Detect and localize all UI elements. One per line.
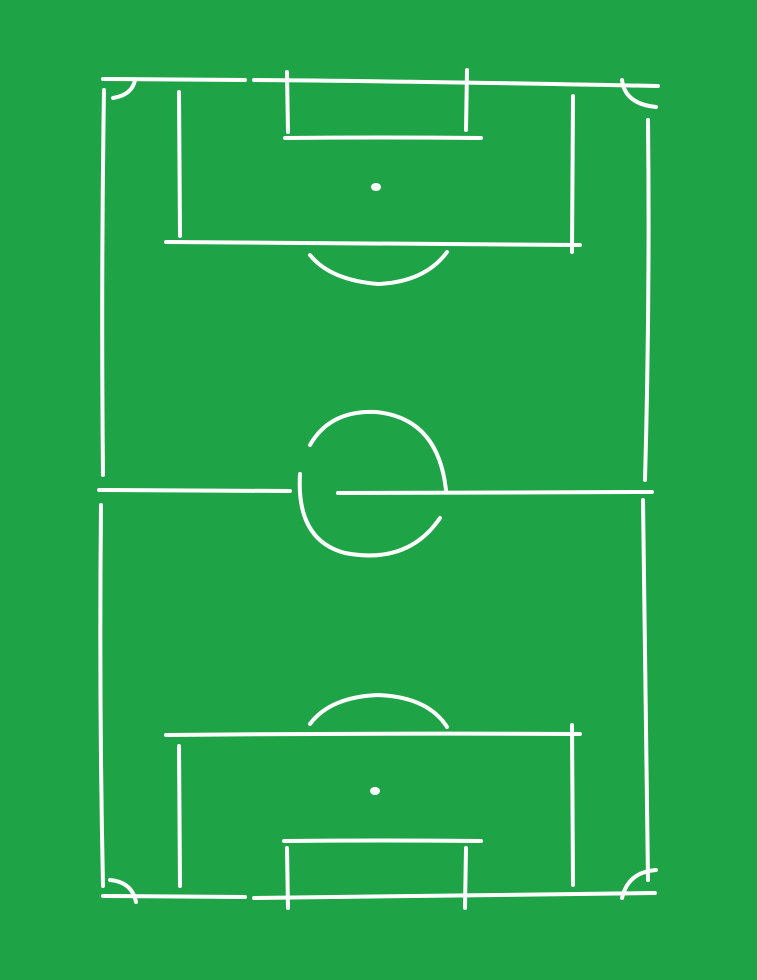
bottom-goal-area-left-line bbox=[285, 846, 290, 910]
top-goal-area-left-line bbox=[285, 70, 290, 134]
corner-arcs bbox=[108, 78, 658, 904]
corner-arc-top-left bbox=[111, 78, 137, 100]
halfway-line-left bbox=[97, 488, 292, 493]
bottom-penalty-area bbox=[164, 723, 582, 888]
bottom-goal-line-left bbox=[101, 894, 247, 899]
bottom-goal-area-right-line bbox=[463, 846, 468, 910]
bottom-penalty-left-line bbox=[177, 744, 182, 888]
centre-circle-arc-upper bbox=[308, 409, 448, 492]
bottom-penalty-arc bbox=[308, 693, 449, 729]
halfway-line bbox=[97, 488, 654, 495]
corner-arc-bottom-right bbox=[620, 868, 658, 900]
top-penalty-arc bbox=[308, 250, 449, 286]
bottom-penalty-spot bbox=[370, 787, 380, 795]
boundary-lines bbox=[98, 77, 660, 900]
right-touchline-top bbox=[643, 118, 651, 482]
bottom-goal-line-right bbox=[252, 891, 657, 900]
corner-arc-top-right bbox=[620, 78, 658, 109]
right-touchline-bottom bbox=[641, 498, 650, 882]
top-goal-area-bottom-line bbox=[283, 135, 483, 140]
top-goal-area-right-line bbox=[464, 68, 469, 132]
halfway-line-right bbox=[336, 490, 654, 495]
top-penalty-bottom-line bbox=[164, 240, 582, 247]
top-penalty-area bbox=[164, 90, 582, 254]
bottom-penalty-right-line bbox=[570, 723, 575, 887]
pitch-markings bbox=[97, 68, 660, 910]
top-goal-line-right bbox=[252, 78, 660, 88]
left-touchline-bottom bbox=[98, 503, 105, 888]
bottom-goal-area-top-line bbox=[282, 838, 483, 843]
penalty-spots bbox=[370, 183, 381, 795]
top-penalty-right-line bbox=[570, 94, 575, 254]
centre-circle bbox=[297, 409, 448, 558]
left-touchline-top bbox=[100, 88, 106, 477]
bottom-penalty-top-line bbox=[164, 731, 582, 737]
centre-circle-arc-lower bbox=[297, 472, 442, 558]
top-penalty-spot bbox=[371, 183, 381, 191]
top-penalty-left-line bbox=[177, 90, 182, 238]
corner-arc-bottom-left bbox=[108, 878, 138, 904]
top-goal-line-left bbox=[101, 77, 247, 82]
bottom-goal-area bbox=[282, 838, 483, 910]
top-goal-area bbox=[283, 68, 483, 140]
